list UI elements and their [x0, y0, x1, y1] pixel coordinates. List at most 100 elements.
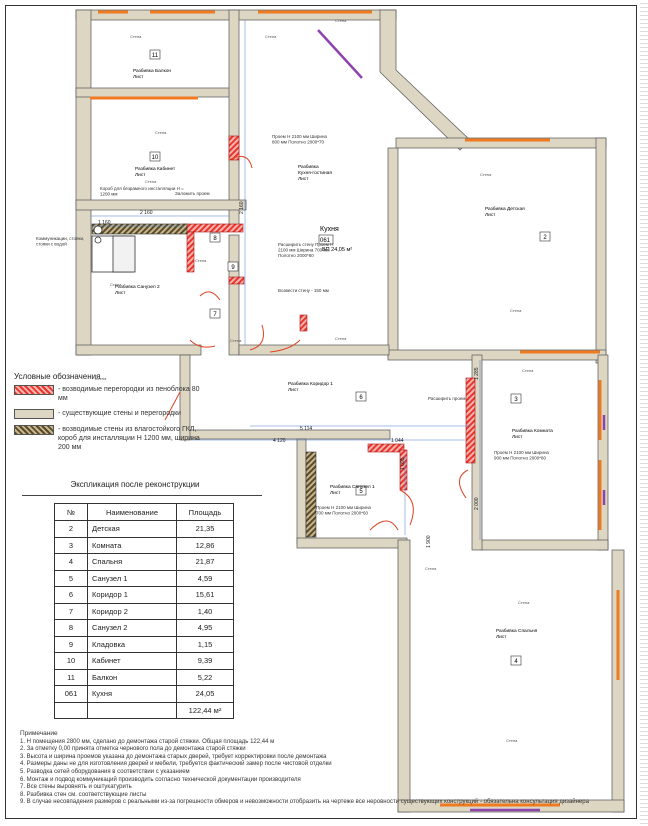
notes: Примечание 1. Н помещения 2800 мм, сдела… — [20, 730, 620, 807]
wall-label: Стена — [145, 179, 157, 184]
cell-name: Коридор 1 — [87, 586, 177, 604]
dimension-value: 1 044 — [391, 438, 404, 444]
note-line: 1. Н помещения 2800 мм, сделано до демон… — [20, 738, 275, 745]
wall-label: Стена — [195, 258, 207, 263]
wall-label: Стена — [506, 738, 518, 743]
cell-num: 7 — [54, 602, 88, 620]
annotation: Проем Н 2100 мм Ширина — [494, 450, 549, 455]
room-name: Лист — [496, 634, 507, 640]
cell-num: 10 — [54, 652, 88, 670]
wall-label: Стена — [95, 376, 107, 381]
cell-empty — [87, 701, 177, 719]
partition-bath1-top — [367, 443, 405, 453]
room-name: Разбивка Комната — [512, 428, 553, 434]
room-number: 4 — [514, 659, 518, 665]
room-name: Лист — [133, 74, 144, 80]
annotations: Проем Н 2100 мм Ширина 800 мм Полотно 200… — [36, 134, 549, 516]
swatch-gkl-box — [14, 425, 54, 435]
swatch-existing-wall — [14, 409, 54, 419]
cell-area: 1,15 — [176, 635, 234, 653]
annotation: 800 мм Полотно 2000*70 — [272, 140, 324, 145]
dimension-value: 1 160 — [98, 220, 111, 226]
wall-label: Стена — [335, 336, 347, 341]
room-number: 9 — [231, 265, 235, 271]
annotation: 1200 мм — [100, 192, 117, 197]
cell-area: 9,39 — [176, 652, 234, 670]
room-number-box — [149, 151, 161, 162]
annotation: Полотно 2000*60 — [278, 253, 314, 258]
note-line: 4. Размеры даны не для изготовления двер… — [20, 761, 332, 768]
dimension-value: 1 095 — [400, 457, 406, 470]
room-number: 5 — [359, 489, 363, 495]
annotation: Расширить проем — [428, 396, 465, 401]
door-swings — [164, 155, 469, 531]
annotation: Заложить проем — [175, 191, 210, 196]
room-number-box — [539, 231, 551, 242]
wall-kids-right — [595, 137, 607, 364]
explication-title: Экспликация после реконструкции — [70, 480, 200, 489]
room-name: Лист — [135, 172, 146, 178]
room-number-box — [149, 49, 161, 60]
dimension-value: 1 900 — [426, 535, 432, 548]
note-line: 3. Высота и ширина проемов указана до де… — [20, 753, 327, 760]
box-bath2 — [91, 223, 188, 235]
cell-num: 4 — [54, 553, 88, 571]
table-header-row: № Наименование Площадь — [54, 503, 234, 521]
dimension-lines — [91, 20, 481, 540]
dimension-value: 2 160 — [239, 201, 245, 214]
room-name: Лист — [298, 176, 309, 182]
room-number-box — [209, 232, 221, 243]
wall-left-upper — [75, 9, 92, 356]
room-name: Разбивка Спальня — [496, 628, 538, 634]
room-name: Разбивка Кабинет — [135, 166, 176, 172]
wall-label: Стена — [522, 368, 534, 373]
partition-room-left — [465, 377, 476, 464]
room-name: Лист — [288, 387, 299, 393]
wall-upper-bottom — [75, 344, 202, 356]
room-number: 3 — [514, 397, 518, 403]
note-line: 2. За отметку 0,00 принята отметка черно… — [20, 746, 246, 753]
room-name: Разбивка Коридор 1 — [288, 381, 333, 387]
annotation: 700 мм Полотно 2000*60 — [316, 511, 368, 516]
drawing-frame — [5, 5, 637, 819]
col-header-num: № — [54, 503, 88, 521]
annotation: 2100 мм Ширина 700 мм — [278, 248, 330, 253]
wall-kids-left — [387, 147, 399, 359]
cell-name: Балкон — [87, 668, 177, 686]
cell-num: 5 — [54, 569, 88, 587]
cell-num: 3 — [54, 536, 88, 554]
title-block-strip — [640, 0, 648, 826]
cell-area: 21,87 — [176, 553, 234, 571]
col-header-area: Площадь — [176, 503, 234, 521]
balcony-doors — [317, 29, 606, 812]
note-line: 5. Разводка сетей оборудования в соответ… — [20, 768, 190, 775]
installation-boxes — [91, 223, 317, 538]
room-number: 2 — [543, 235, 547, 241]
notes-title: Примечание — [20, 730, 58, 737]
explication-rule — [22, 495, 262, 496]
annotation: Расширить стену Проем Н — [278, 242, 334, 247]
legend-text: - существующие стены и перегородки — [58, 410, 182, 417]
cell-name: Кабинет — [87, 652, 177, 670]
cell-name: Спальня — [87, 553, 177, 571]
sink — [93, 225, 103, 235]
wall-label: Стена — [110, 282, 122, 287]
kitchen-tag-value: ВП 24,05 м² — [322, 247, 352, 253]
cell-name: Санузел 1 — [87, 569, 177, 587]
note-line: 9. В случае несовпадения размеров с реал… — [20, 799, 589, 806]
cell-area: 5,22 — [176, 668, 234, 686]
wall-label: Стена — [230, 338, 242, 343]
room-name: Лист — [330, 490, 341, 496]
room-name: Лист — [485, 212, 496, 218]
wall-kitchen-bottom — [238, 344, 390, 356]
kitchen-tag-name: Кухня — [320, 226, 339, 233]
cell-num: 2 — [54, 520, 88, 538]
